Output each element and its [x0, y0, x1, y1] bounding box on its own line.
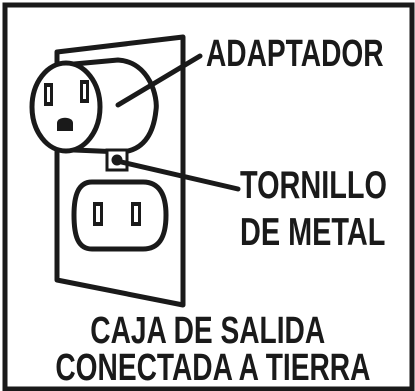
adapter-label: ADAPTADOR — [206, 33, 384, 75]
screw-label-line1: TORNILLO — [240, 164, 387, 207]
adapter-plug — [29, 57, 159, 155]
adapter-face — [29, 60, 103, 154]
caption-line2-text: CONECTADA A TIERRA — [55, 347, 371, 389]
caption-line2: CONECTADA A TIERRA — [0, 349, 415, 387]
adapter-ground-hole — [57, 117, 73, 131]
caption-line1: CAJA DE SALIDA — [0, 312, 415, 350]
adapter-leader-line — [115, 53, 203, 108]
screw-label-line2: DE METAL — [240, 211, 386, 254]
screw-leader-line — [114, 158, 241, 192]
caption-line1-text: CAJA DE SALIDA — [90, 310, 325, 352]
lower-receptacle — [71, 179, 169, 252]
